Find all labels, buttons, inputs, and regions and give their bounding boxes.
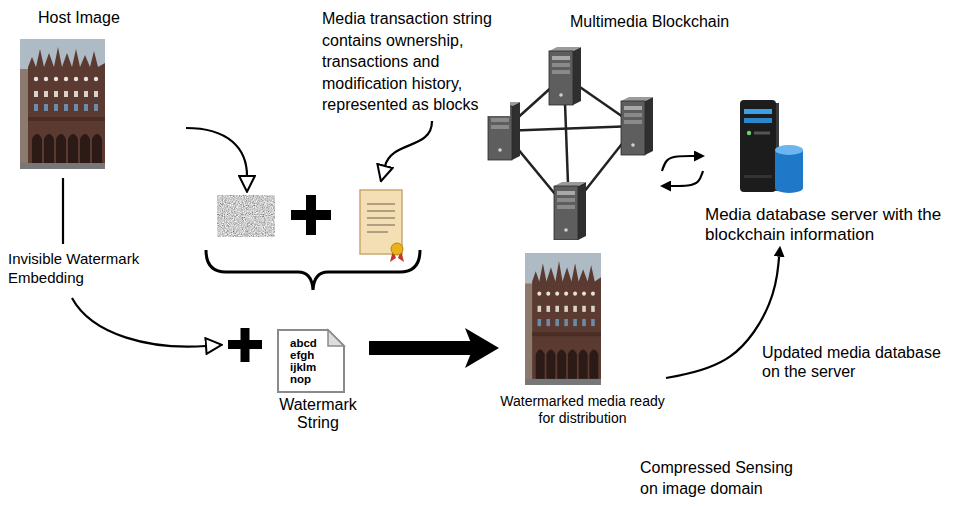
node-caption: Watermark String: [268, 396, 368, 433]
annotation-text: Media transaction string contains owners…: [322, 8, 510, 116]
node-heading: Multimedia Blockchain: [570, 12, 729, 31]
node-heading: Host Image: [38, 8, 120, 27]
document-text: abcd efgh ijklm nop: [290, 337, 317, 385]
noise-image: [217, 195, 275, 237]
note-text: Compressed Sensing on image domain: [640, 458, 805, 500]
document-node: abcd efgh ijklm nopWatermark String: [268, 328, 368, 433]
certificate-icon: [360, 190, 404, 262]
server-node: Media database server with the blockchai…: [705, 95, 950, 246]
node-caption: Media database server with the blockchai…: [705, 205, 950, 246]
pointer-arrow: [385, 121, 432, 166]
block-arrow: [369, 341, 473, 355]
curly-brace: [206, 250, 420, 290]
server-icon: [549, 47, 581, 105]
server-icon: [621, 97, 653, 155]
process-label: Invisible Watermark Embedding: [8, 250, 153, 288]
node-caption: Watermarked media ready for distribution: [500, 393, 665, 427]
image-node: Watermarked media ready for distribution: [500, 253, 665, 427]
process-label: Updated media database on the server: [762, 343, 954, 381]
picture: [525, 253, 601, 385]
image-node: Host Image: [18, 8, 128, 169]
plus-symbol: [241, 328, 250, 362]
picture: [735, 95, 805, 195]
pointer-arrow: [72, 298, 206, 347]
flow-arrow: [671, 171, 703, 186]
plus-symbol: [306, 195, 316, 235]
server-icon: [554, 182, 586, 240]
picture: [20, 39, 105, 169]
pointer-arrow: [186, 128, 247, 176]
pointer-arrow: [62, 178, 64, 244]
network-link: [503, 126, 636, 131]
flow-arrow: [662, 156, 694, 171]
